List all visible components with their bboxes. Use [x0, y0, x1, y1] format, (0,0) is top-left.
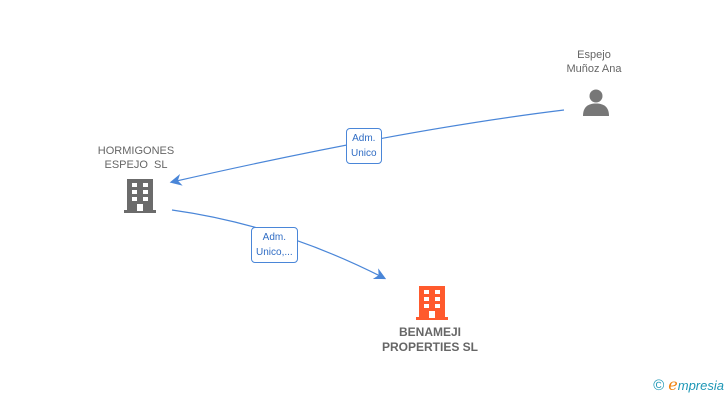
hormigones-node-label[interactable]: HORMIGONES ESPEJO SL: [97, 145, 175, 171]
edge-label-adm-unico[interactable]: Adm. Unico: [346, 128, 382, 164]
company-building-icon[interactable]: [124, 179, 156, 213]
empresia-logo: ©empresia: [653, 375, 724, 394]
brand-e: e: [668, 375, 678, 394]
edge-person-to-hormigones: [169, 109, 565, 186]
brand-name: mpresia: [677, 378, 724, 393]
highlighted-company-building-icon[interactable]: [416, 286, 448, 320]
copyright-icon: ©: [653, 377, 665, 394]
benameji-node-label[interactable]: BENAMEJI PROPERTIES SL: [381, 325, 479, 354]
person-icon[interactable]: [582, 88, 610, 116]
person-node-label[interactable]: Espejo Muñoz Ana: [566, 49, 622, 75]
edge-label-adm-unico-more[interactable]: Adm. Unico,...: [251, 227, 298, 263]
